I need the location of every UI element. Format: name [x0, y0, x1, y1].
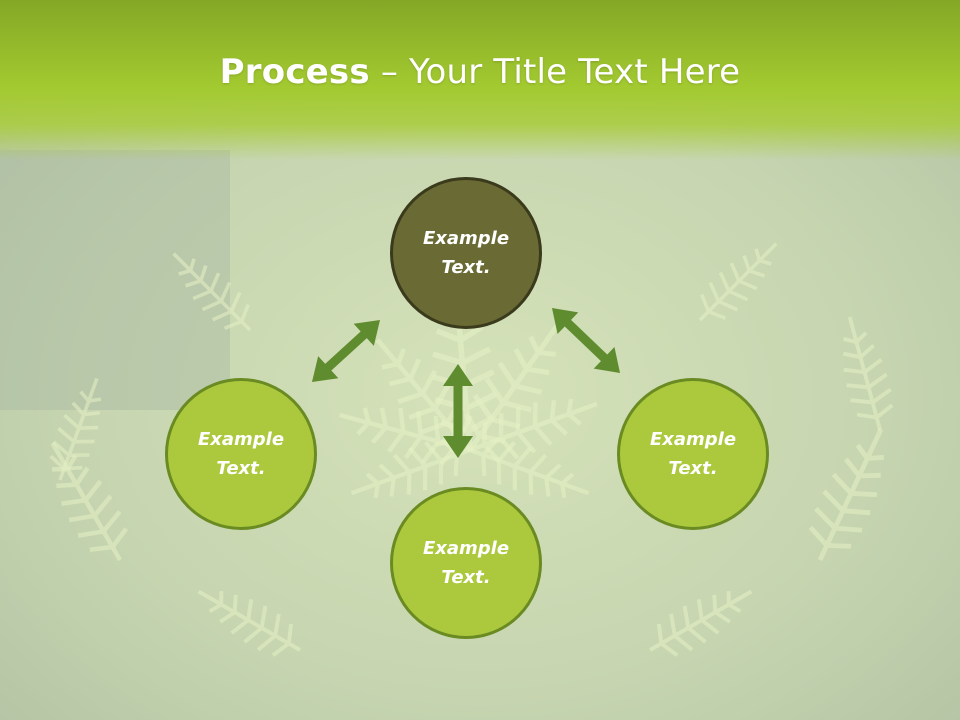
node-left: Example Text. [165, 378, 317, 530]
node-top-label: Example Text. [422, 228, 510, 278]
slide-title: Process – Your Title Text Here [0, 52, 960, 92]
node-top: Example Text. [390, 177, 542, 329]
node-left-label: Example Text. [197, 429, 285, 479]
title-bold: Process [219, 52, 370, 92]
node-right: Example Text. [617, 378, 769, 530]
title-bar: Process – Your Title Text Here [0, 0, 960, 160]
node-bottom: Example Text. [390, 487, 542, 639]
title-separator: – [369, 52, 410, 92]
title-rest: Your Title Text Here [409, 52, 741, 92]
node-bottom-label: Example Text. [422, 538, 510, 588]
node-right-label: Example Text. [649, 429, 737, 479]
